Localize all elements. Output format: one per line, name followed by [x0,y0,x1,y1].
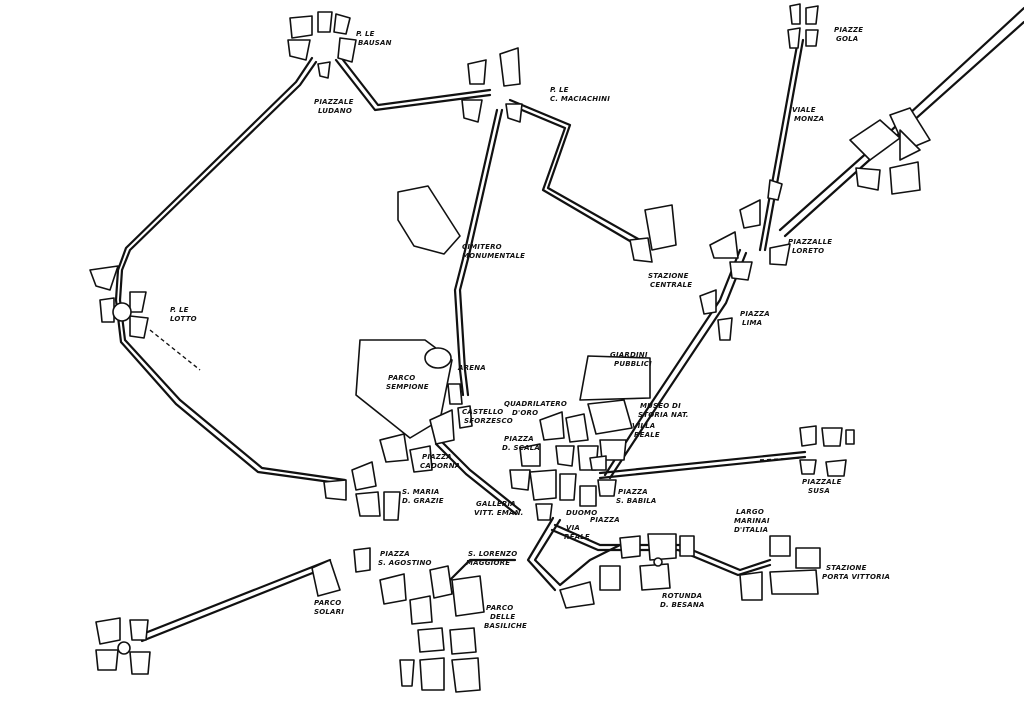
label-quadrilatero-doro: QUADRILATERO D'ORO [504,400,570,417]
block-cluster-babila [589,455,617,497]
block-cluster-duomo [529,469,597,521]
label-stazione-porta-vittoria: STAZIONE PORTA VITTORIA [822,564,890,581]
label-piazze-gola: PIAZZE GOLA [834,26,866,43]
block-cluster-museo [587,399,633,461]
label-piazzale-ludano: PIAZZALE LUDANO [314,98,356,115]
label-parco-sempione: PARCO SEMPIONE [386,374,429,391]
label-largo-marinai: LARGO MARINAI D'ITALIA [734,508,772,534]
label-arena: ARENA [457,364,486,372]
block-cluster-maciachini [461,47,523,123]
label-piazza-cadorna: PIAZZA CADORNA [420,453,460,470]
giardini-pubblici-outline [579,355,651,401]
block-cluster-cadorna [323,433,433,521]
label-piazza-s-babila: PIAZZA S. BABILA [616,488,657,505]
label-piazza-duomo: PIAZZA [590,516,620,524]
map-labels: P. LE BAUSAN P. LE C. MACIACHINI PIAZZAL… [170,26,890,630]
block-cluster-quadrilatero [509,411,599,491]
label-parco-basiliche: PARCO DELLE BASILICHE [484,604,527,630]
block-cluster-loreto [709,179,791,281]
road-network [114,6,1024,643]
label-viale-monza: VIALE MONZA [792,106,824,123]
label-s-lorenzo: S. LORENZO MAGGIORE [466,550,520,567]
label-galleria: GALLERIA VITT. EMAN. [474,500,524,517]
label-museo-storia: MUSEO DI STORIA NAT. [638,402,689,419]
block-cluster-lima [699,289,733,341]
cimitero-monumentale-outline [397,185,461,255]
stazione-centrale-building [644,204,677,251]
block-cluster-solari [95,559,341,675]
label-piazza-lima: PIAZZA LIMA [740,310,773,327]
block-cluster-lotto [89,265,149,339]
label-piazzale-loreto: PIAZZALLE LORETO [788,238,835,255]
label-p-le-maciachini: P. LE C. MACIACHINI [550,86,610,103]
label-p-le-bausan: P. LE BAUSAN [356,30,392,47]
label-piazza-s-agostino: PIAZZA S. AGOSTINO [378,550,432,567]
city-blocks [89,3,931,693]
block-cluster-loreto-ne [849,107,931,195]
centrale-wing [629,237,653,263]
label-p-le-lotto: P. LE LOTTO [170,306,197,323]
label-cimitero-monumentale: CIMITERO MONUMENTALE [462,243,525,260]
label-parco-solari: PARCO SOLARI [314,599,344,616]
arena-ellipse [424,347,452,369]
label-duomo: DUOMO [566,509,597,517]
label-stazione-centrale: STAZIONE CENTRALE [648,272,692,289]
label-piazza-scala: PIAZZA D. SCALA [502,435,540,452]
label-rotunda-besana: ROTUNDA D. BESANA [660,592,705,609]
label-villa-reale: VILLA REALE [632,422,660,439]
block-cluster-besana [559,533,695,609]
block-cluster-basiliche [353,547,485,693]
block-cluster-gola [787,3,819,49]
label-piazzale-susa: PIAZZALE SUSA [802,478,844,495]
label-via-reale: VIA REALE [564,524,590,541]
label-giardini-pubblici: GIARDINI PUBBLICI [610,351,652,368]
block-cluster-bausan [287,11,357,79]
block-cluster-susa [799,425,855,477]
block-cluster-vittoria [739,535,821,601]
label-castello-sforzesco: CASTELLO SFORZESCO [462,408,513,425]
block-cluster-castello [429,383,473,445]
label-s-maria-grazie: S. MARIA D. GRAZIE [402,488,444,505]
